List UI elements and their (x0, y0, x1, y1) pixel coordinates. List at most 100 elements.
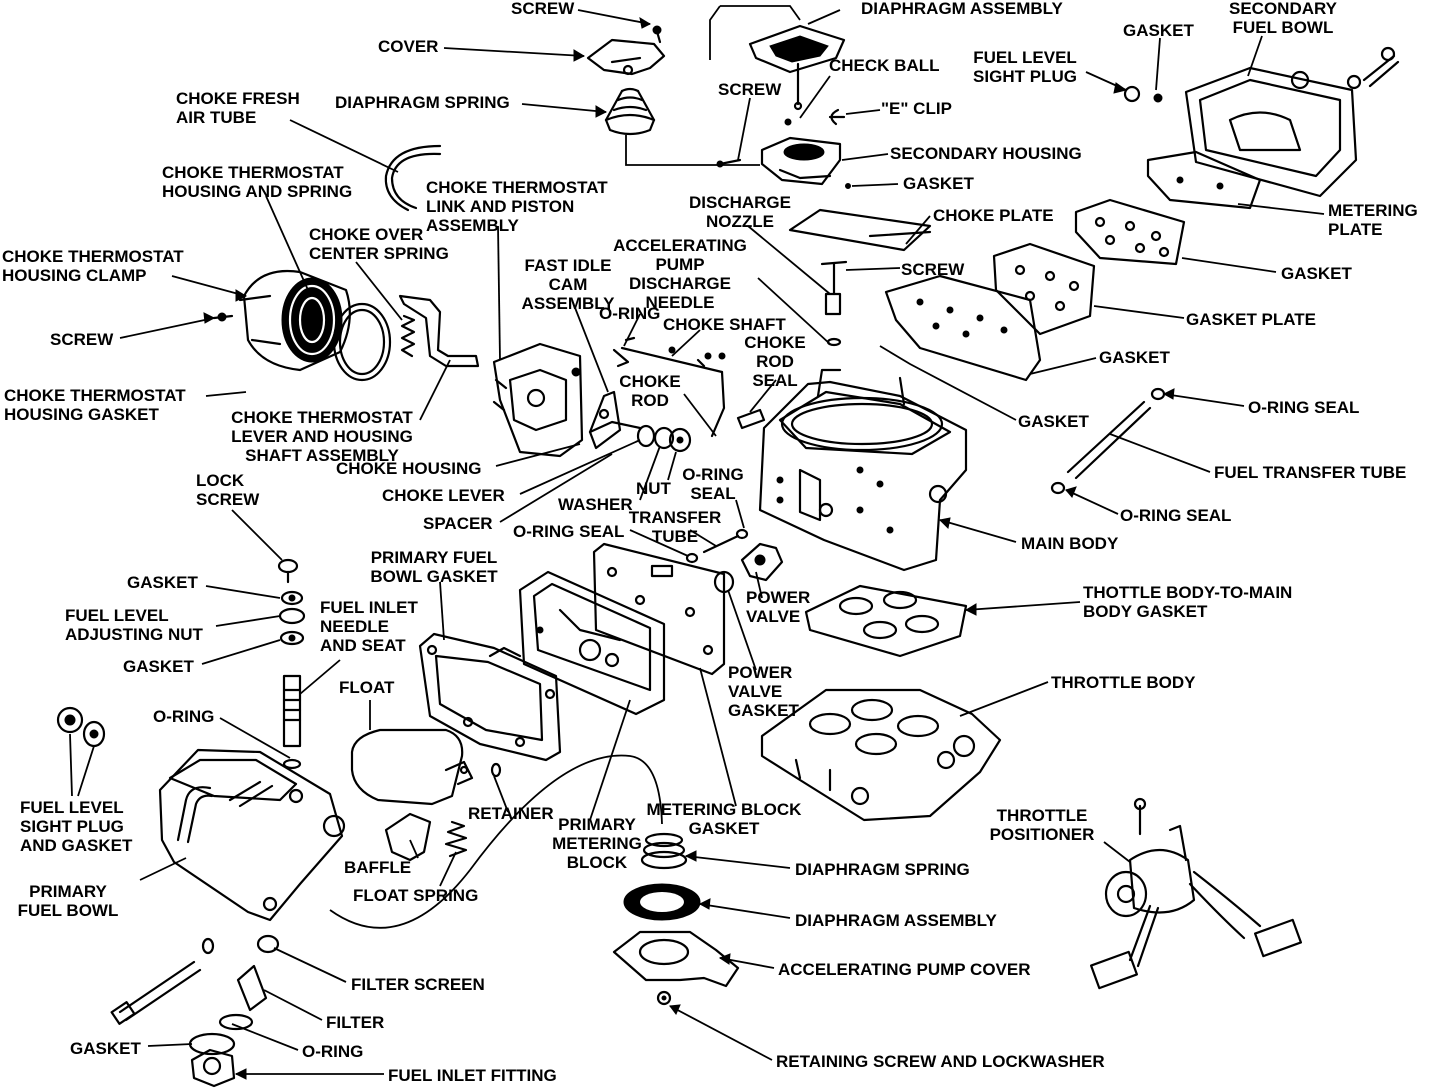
diaphragm-spring-bottom-part (640, 832, 688, 870)
label-line: GASKET PLATE (1186, 310, 1316, 329)
label-line: GASKET (70, 1039, 141, 1058)
label-line: SCREW (901, 260, 965, 279)
label-line: CHECK BALL (829, 56, 940, 75)
choke-lever-shaft-part (398, 294, 480, 368)
secondary-fuel-bowl-part (1123, 46, 1400, 198)
screw-secondary-part (716, 158, 742, 168)
bottom-fittings-part (110, 934, 280, 1088)
label-retainer: RETAINER (468, 804, 554, 823)
label-line: RETAINER (468, 804, 554, 823)
label-float: FLOAT (339, 678, 395, 697)
label-line: HOUSING AND SPRING (162, 182, 352, 201)
label-line: GASKET (127, 573, 198, 592)
lock-screw-column-part (277, 558, 306, 770)
label-line: NEEDLE (320, 617, 389, 636)
label-line: SECONDARY HOUSING (890, 144, 1082, 163)
label-line: POWER (746, 588, 810, 607)
label-line: WASHER (558, 495, 633, 514)
label-line: CHOKE THERMOSTAT (4, 386, 186, 405)
label-line: COVER (378, 37, 438, 56)
label-line: FUEL LEVEL (65, 606, 169, 625)
label-line: CHOKE OVER (309, 225, 423, 244)
gasket-right-2-part (884, 274, 1042, 382)
label-line: METERING BLOCK (647, 800, 803, 819)
metering-block-gasket-part (592, 542, 726, 676)
metering-plate-part (1146, 150, 1262, 210)
label-line: LOCK (196, 471, 245, 490)
label-line: THROTTLE BODY (1051, 673, 1196, 692)
label-line: ASSEMBLY (522, 294, 616, 313)
label-line: PRIMARY (558, 815, 636, 834)
label-line: DIAPHRAGM SPRING (795, 860, 970, 879)
label-line: DISCHARGE (689, 193, 791, 212)
choke-thermostat-housing-part (238, 270, 351, 372)
part-drawings (56, 5, 1400, 1088)
primary-metering-block-part (518, 570, 666, 716)
label-line: FUEL BOWL (1233, 18, 1334, 37)
label-check-ball: CHECK BALL (829, 56, 940, 75)
label-o-ring-upper: O-RING (599, 304, 660, 323)
label-diaphragm-spring-top: DIAPHRAGM SPRING (335, 93, 510, 112)
washer-nut-spacer-part (588, 420, 692, 453)
label-gasket-left-2: GASKET (123, 657, 194, 676)
label-line: SCREW (50, 330, 114, 349)
cover-part (586, 38, 666, 76)
label-line: GASKET (689, 819, 760, 838)
label-secondary-housing: SECONDARY HOUSING (890, 144, 1082, 163)
label-gasket-right-1: GASKET (1281, 264, 1352, 283)
label-line: TRANSFER (629, 508, 722, 527)
label-line: SPACER (423, 514, 493, 533)
label-line: METERING (552, 834, 642, 853)
label-main-body: MAIN BODY (1021, 534, 1119, 553)
label-line: CHOKE LEVER (382, 486, 505, 505)
label-o-ring-bottom: O-RING (302, 1042, 363, 1061)
baffle-part (384, 812, 432, 862)
label-line: BLOCK (567, 853, 628, 872)
label-line: O-RING SEAL (1248, 398, 1359, 417)
label-line: PRIMARY (29, 882, 107, 901)
label-line: PRIMARY FUEL (371, 548, 498, 567)
label-line: METERING (1328, 201, 1418, 220)
label-line: SHAFT ASSEMBLY (245, 446, 399, 465)
label-spacer: SPACER (423, 514, 493, 533)
label-line: ACCELERATING PUMP COVER (778, 960, 1031, 979)
choke-shaft-part (620, 336, 726, 374)
label-line: GASKET (1123, 21, 1194, 40)
check-ball-part (784, 118, 792, 126)
label-line: TUBE (652, 527, 698, 546)
label-line: GASKET (1099, 348, 1170, 367)
label-line: FUEL INLET (320, 598, 419, 617)
main-body-part (758, 368, 968, 572)
label-screw-nozzle: SCREW (901, 260, 965, 279)
label-float-spring: FLOAT SPRING (353, 886, 478, 905)
label-line: O-RING (599, 304, 660, 323)
label-gasket-top-right: GASKET (1123, 21, 1194, 40)
label-fuel-transfer-tube: FUEL TRANSFER TUBE (1214, 463, 1406, 482)
label-line: DIAPHRAGM ASSEMBLY (795, 911, 997, 930)
label-gasket-secondary: GASKET (903, 174, 974, 193)
label-line: SECONDARY (1229, 0, 1338, 18)
label-line: NUT (636, 479, 672, 498)
gasket-plate-part (992, 242, 1096, 336)
label-o-ring-seal-transfer: O-RING SEAL (513, 522, 624, 541)
label-line: GASKET (1018, 412, 1089, 431)
label-line: O-RING SEAL (513, 522, 624, 541)
diaphragm-assembly-top-part (748, 24, 846, 111)
label-nut: NUT (636, 479, 672, 498)
label-line: VALVE (728, 682, 782, 701)
label-choke-housing: CHOKE HOUSING (336, 459, 481, 478)
leader-lines (69, 9, 1325, 1080)
label-line: CHOKE THERMOSTAT (162, 163, 344, 182)
